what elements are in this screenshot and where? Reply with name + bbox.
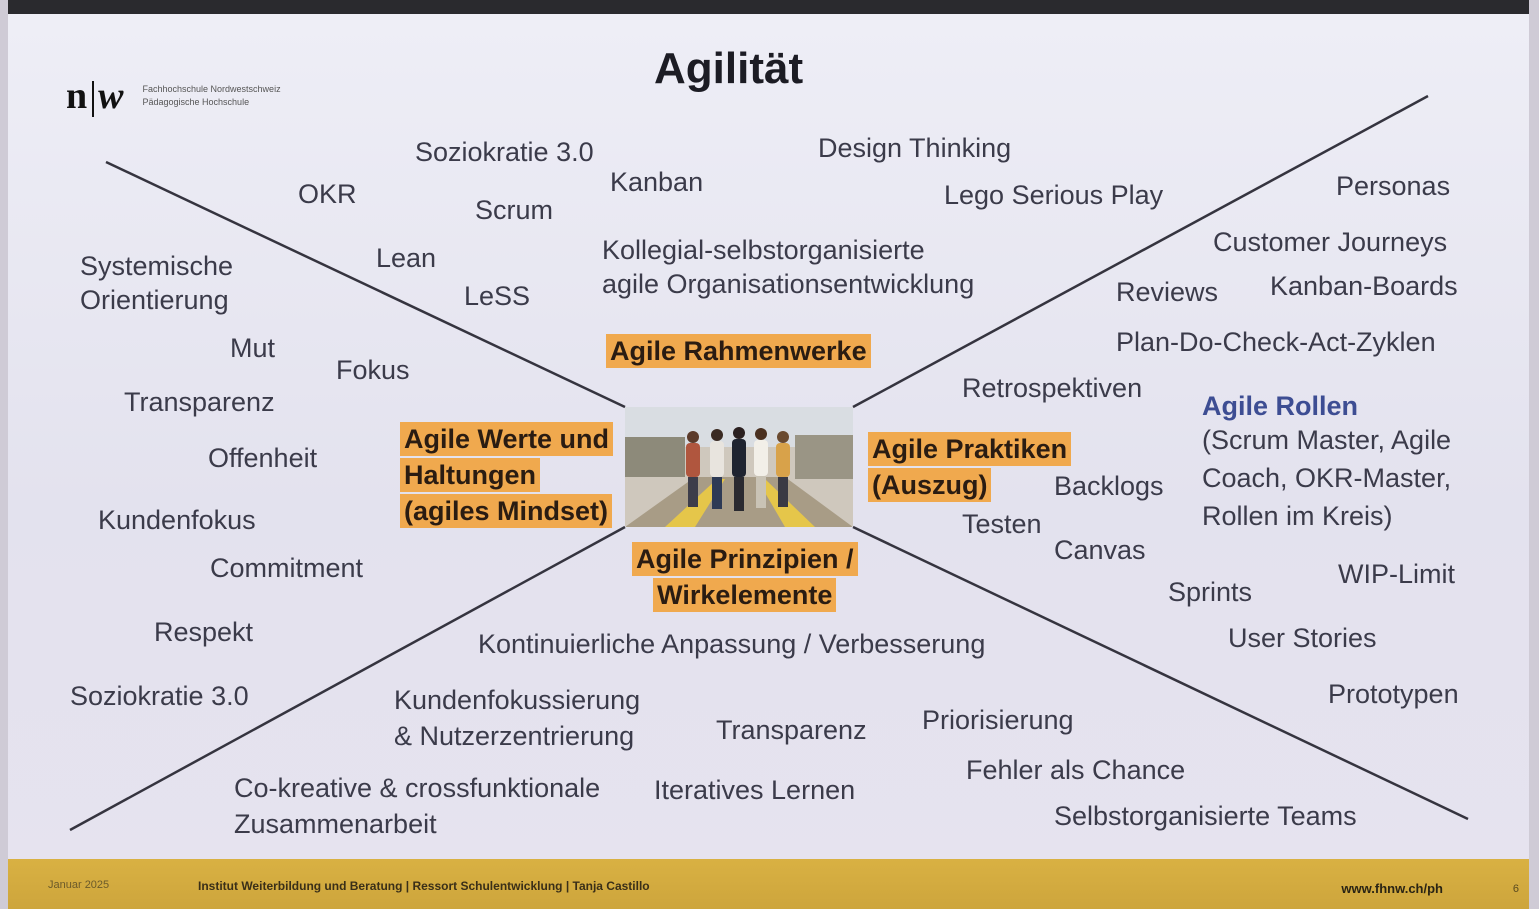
- practice-retrospektiven: Retrospektiven: [962, 373, 1143, 403]
- framework-lego: Lego Serious Play: [944, 180, 1164, 210]
- practice-personas: Personas: [1336, 171, 1451, 201]
- practice-canvas: Canvas: [1054, 535, 1146, 565]
- footer-info: Institut Weiterbildung und Beratung | Re…: [198, 879, 650, 893]
- principle-iteratives: Iteratives Lernen: [654, 775, 856, 805]
- value-kundenfokus: Kundenfokus: [98, 505, 256, 535]
- principle-priorisierung: Priorisierung: [922, 705, 1074, 735]
- screen-right-edge: [1529, 0, 1539, 909]
- framework-soziokratie: Soziokratie 3.0: [415, 137, 594, 167]
- framework-lean: Lean: [376, 243, 437, 273]
- value-fokus: Fokus: [336, 355, 410, 385]
- practice-rollen-line-1: (Scrum Master, Agile: [1202, 425, 1452, 455]
- value-transparenz: Transparenz: [124, 387, 275, 417]
- value-respekt: Respekt: [154, 617, 254, 647]
- logo-mark-left: n: [66, 75, 89, 117]
- practice-rollen-line-3: Rollen im Kreis): [1202, 501, 1393, 531]
- category-frameworks: Agile Rahmenwerke: [606, 334, 871, 368]
- principle-kundenfokussierung-line-1: Kundenfokussierung: [394, 685, 641, 715]
- category-principles-line-2: Wirkelemente: [653, 578, 837, 612]
- category-principles-line-1: Agile Prinzipien /: [632, 542, 858, 576]
- framework-design-thinking: Design Thinking: [818, 133, 1012, 163]
- screen-left-edge: [0, 0, 8, 909]
- logo-line-2: Pädagogische Hochschule: [142, 97, 250, 107]
- principle-selbstorganisiert: Selbstorganisierte Teams: [1054, 801, 1357, 831]
- category-principles: Agile Prinzipien / Wirkelemente: [632, 542, 858, 612]
- practice-pdca: Plan-Do-Check-Act-Zyklen: [1116, 327, 1436, 357]
- practice-testen: Testen: [962, 509, 1042, 539]
- footer-url: www.fhnw.ch/ph: [1341, 881, 1443, 896]
- category-practices-line-1: Agile Praktiken: [868, 432, 1072, 466]
- category-values-line-2: Haltungen: [400, 458, 540, 492]
- framework-less: LeSS: [464, 281, 531, 311]
- practice-user-stories: User Stories: [1228, 623, 1377, 653]
- principle-transparenz: Transparenz: [716, 715, 867, 745]
- screen-top-edge: [0, 0, 1539, 14]
- practice-kanban-boards: Kanban-Boards: [1270, 271, 1458, 301]
- value-systemische-line-1: Systemische: [80, 251, 234, 281]
- framework-kollegial-line-1: Kollegial-selbstorganisierte: [602, 235, 925, 265]
- category-values: Agile Werte und Haltungen (agiles Mindse…: [400, 422, 614, 528]
- practice-backlogs: Backlogs: [1054, 471, 1164, 501]
- practice-customer-journeys: Customer Journeys: [1213, 227, 1448, 257]
- slide-footer: Januar 2025 Institut Weiterbildung und B…: [8, 859, 1529, 909]
- framework-okr: OKR: [298, 179, 357, 209]
- framework-kanban: Kanban: [610, 167, 704, 197]
- value-soziokratie: Soziokratie 3.0: [70, 681, 249, 711]
- footer-date: Januar 2025: [48, 879, 110, 891]
- line-top-right: [852, 94, 1429, 409]
- line-bottom-right: [852, 525, 1469, 821]
- practice-wip-limit: WIP-Limit: [1338, 559, 1455, 589]
- principle-kontinuierlich: Kontinuierliche Anpassung / Verbesserung: [478, 629, 986, 659]
- practice-sprints: Sprints: [1168, 577, 1253, 607]
- category-values-line-1: Agile Werte und: [400, 422, 614, 456]
- value-mut: Mut: [230, 333, 276, 363]
- diagonal-lines: [69, 94, 1469, 832]
- principle-fehler: Fehler als Chance: [966, 755, 1186, 785]
- team-photo: [625, 407, 853, 527]
- practice-prototypen: Prototypen: [1328, 679, 1459, 709]
- logo-text: Fachhochschule Nordwestschweiz Pädagogis…: [143, 83, 281, 108]
- value-commitment: Commitment: [210, 553, 364, 583]
- framework-scrum: Scrum: [475, 195, 554, 225]
- value-systemische-line-2: Orientierung: [80, 285, 229, 315]
- category-practices-line-2: (Auszug): [868, 468, 992, 502]
- practice-rollen-line-2: Coach, OKR-Master,: [1202, 463, 1452, 493]
- line-bottom-left: [69, 525, 626, 832]
- category-practices: Agile Praktiken (Auszug): [868, 432, 1072, 502]
- logo-line-1: Fachhochschule Nordwestschweiz: [142, 84, 281, 95]
- slide-title: Agilität: [654, 44, 804, 93]
- principle-kundenfokussierung-line-2: & Nutzerzentrierung: [394, 721, 635, 751]
- footer-page-number: 6: [1512, 883, 1519, 895]
- logo-mark-right: w: [98, 75, 125, 117]
- line-top-left: [105, 160, 626, 409]
- practice-agile-rollen: Agile Rollen: [1202, 391, 1359, 421]
- principle-cokreativ-line-2: Zusammenarbeit: [234, 809, 437, 839]
- principle-cokreativ-line-1: Co-kreative & crossfunktionale: [234, 773, 601, 803]
- team-photo-image: [625, 407, 853, 527]
- practice-reviews: Reviews: [1116, 277, 1219, 307]
- framework-kollegial-line-2: agile Organisationsentwicklung: [602, 269, 975, 299]
- value-offenheit: Offenheit: [208, 443, 318, 473]
- category-values-line-3: (agiles Mindset): [400, 494, 613, 528]
